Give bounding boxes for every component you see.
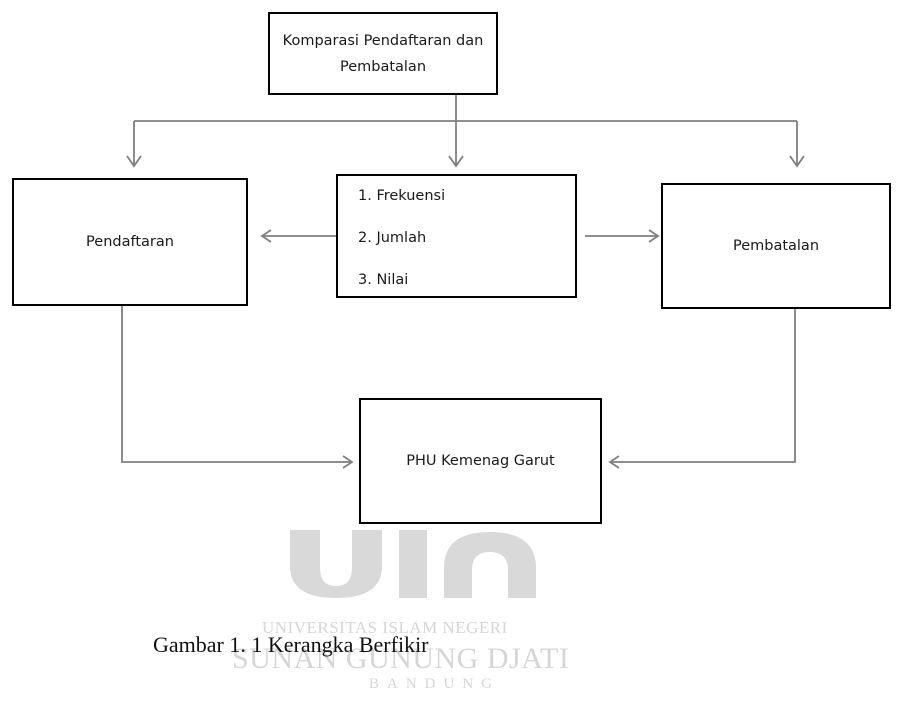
pembatalan-box: Pembatalan [661, 183, 891, 309]
criteria-box: 1. Frekuensi 2. Jumlah 3. Nilai [336, 174, 577, 298]
figure-caption: Gambar 1. 1 Kerangka Berfikir [153, 632, 429, 657]
criteria-item-frekuensi: 1. Frekuensi [358, 188, 446, 204]
top-box-line1: Komparasi Pendaftaran dan [282, 32, 484, 49]
watermark-line1: UNIVERSITAS ISLAM NEGERI [262, 618, 508, 637]
top-box-line2: Pembatalan [339, 58, 427, 75]
watermark-line2: SUNAN GUNUNG DJATI [232, 642, 570, 675]
phu-kemenag-garut-box: PHU Kemenag Garut [359, 398, 602, 524]
connector-right-to-bottom [610, 309, 796, 463]
phu-kemenag-garut-label: PHU Kemenag Garut [406, 453, 555, 469]
top-box: Komparasi Pendaftaran dan Pembatalan [268, 12, 498, 95]
arrowhead-left [260, 229, 272, 243]
arrowhead-left-bottom [608, 455, 620, 469]
pembatalan-label: Pembatalan [732, 238, 820, 254]
arrowhead-right-bottom [342, 455, 354, 469]
criteria-item-nilai: 3. Nilai [358, 272, 409, 288]
arrowhead-down-left [126, 155, 142, 168]
watermark-line3: BANDUNG [369, 676, 500, 692]
arrowhead-down-center [448, 155, 464, 168]
criteria-item-jumlah: 2. Jumlah [358, 230, 427, 246]
connector-left-to-bottom [121, 306, 352, 463]
arrowhead-right [648, 229, 660, 243]
arrowhead-down-right [789, 155, 805, 168]
pendaftaran-box: Pendaftaran [12, 178, 248, 306]
pendaftaran-label: Pendaftaran [86, 234, 174, 250]
